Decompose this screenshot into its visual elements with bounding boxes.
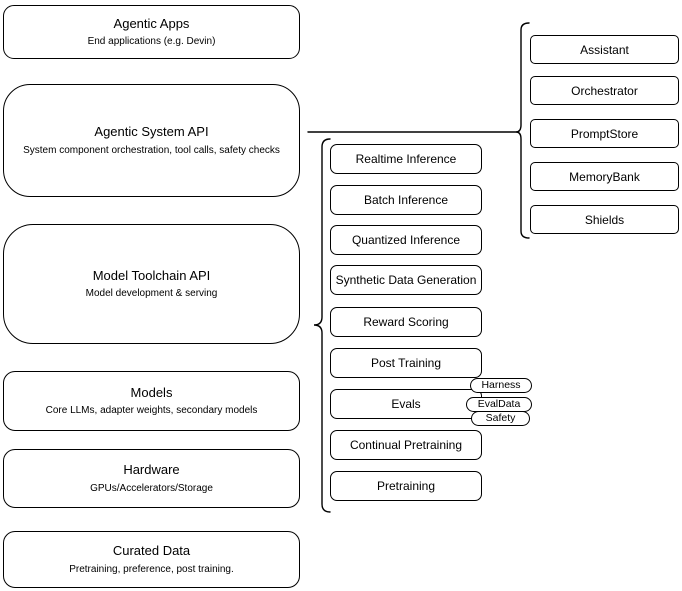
node-memorybank: MemoryBank bbox=[530, 162, 679, 191]
node-label: Shields bbox=[584, 212, 625, 227]
tag-label: Safety bbox=[485, 412, 516, 425]
node-title: Agentic Apps bbox=[113, 15, 190, 31]
node-title: Agentic System API bbox=[94, 124, 209, 140]
node-post-training: Post Training bbox=[330, 348, 482, 378]
node-title: Model Toolchain API bbox=[92, 267, 211, 283]
node-title: Models bbox=[130, 384, 173, 400]
node-realtime-inference: Realtime Inference bbox=[330, 144, 482, 174]
tag-label: EvalData bbox=[477, 398, 521, 411]
node-synthetic-data-generation: Synthetic Data Generation bbox=[330, 265, 482, 295]
node-subtitle: GPUs/Accelerators/Storage bbox=[90, 482, 213, 494]
node-model-toolchain-api: Model Toolchain API Model development & … bbox=[3, 224, 300, 344]
node-label: Realtime Inference bbox=[355, 152, 457, 166]
tag-evaldata: EvalData bbox=[466, 397, 532, 412]
node-models: Models Core LLMs, adapter weights, secon… bbox=[3, 371, 300, 431]
node-label: Post Training bbox=[370, 356, 442, 370]
node-label: Quantized Inference bbox=[351, 233, 461, 247]
tag-label: Harness bbox=[481, 379, 521, 392]
node-quantized-inference: Quantized Inference bbox=[330, 225, 482, 255]
node-promptstore: PromptStore bbox=[530, 119, 679, 148]
node-title: Hardware bbox=[123, 462, 180, 478]
node-orchestrator: Orchestrator bbox=[530, 76, 679, 105]
node-label: Orchestrator bbox=[571, 83, 638, 98]
node-label: Continual Pretraining bbox=[349, 438, 463, 452]
node-subtitle: Core LLMs, adapter weights, secondary mo… bbox=[45, 405, 258, 417]
node-label: Pretraining bbox=[376, 479, 436, 493]
node-label: Assistant bbox=[580, 42, 629, 57]
node-shields: Shields bbox=[530, 205, 679, 234]
node-label: Batch Inference bbox=[363, 193, 449, 207]
node-label: Evals bbox=[391, 397, 421, 411]
node-title: Curated Data bbox=[112, 543, 191, 559]
node-batch-inference: Batch Inference bbox=[330, 185, 482, 215]
tag-harness: Harness bbox=[470, 378, 532, 393]
node-subtitle: End applications (e.g. Devin) bbox=[87, 36, 216, 48]
node-label: MemoryBank bbox=[569, 169, 640, 184]
node-agentic-system-api: Agentic System API System component orch… bbox=[3, 84, 300, 197]
node-label: PromptStore bbox=[570, 126, 639, 141]
node-continual-pretraining: Continual Pretraining bbox=[330, 430, 482, 460]
node-reward-scoring: Reward Scoring bbox=[330, 307, 482, 337]
node-pretraining: Pretraining bbox=[330, 471, 482, 501]
node-subtitle: Model development & serving bbox=[85, 288, 218, 300]
node-evals: Evals bbox=[330, 389, 482, 419]
node-hardware: Hardware GPUs/Accelerators/Storage bbox=[3, 449, 300, 508]
node-agentic-apps: Agentic Apps End applications (e.g. Devi… bbox=[3, 5, 300, 59]
tag-safety: Safety bbox=[471, 411, 530, 426]
node-subtitle: System component orchestration, tool cal… bbox=[23, 144, 280, 156]
toolchain-brace bbox=[313, 138, 331, 513]
node-assistant: Assistant bbox=[530, 35, 679, 64]
node-subtitle: Pretraining, preference, post training. bbox=[69, 563, 234, 575]
system-components-brace bbox=[515, 22, 530, 239]
node-label: Synthetic Data Generation bbox=[335, 273, 477, 287]
node-curated-data: Curated Data Pretraining, preference, po… bbox=[3, 531, 300, 588]
node-label: Reward Scoring bbox=[363, 315, 449, 329]
